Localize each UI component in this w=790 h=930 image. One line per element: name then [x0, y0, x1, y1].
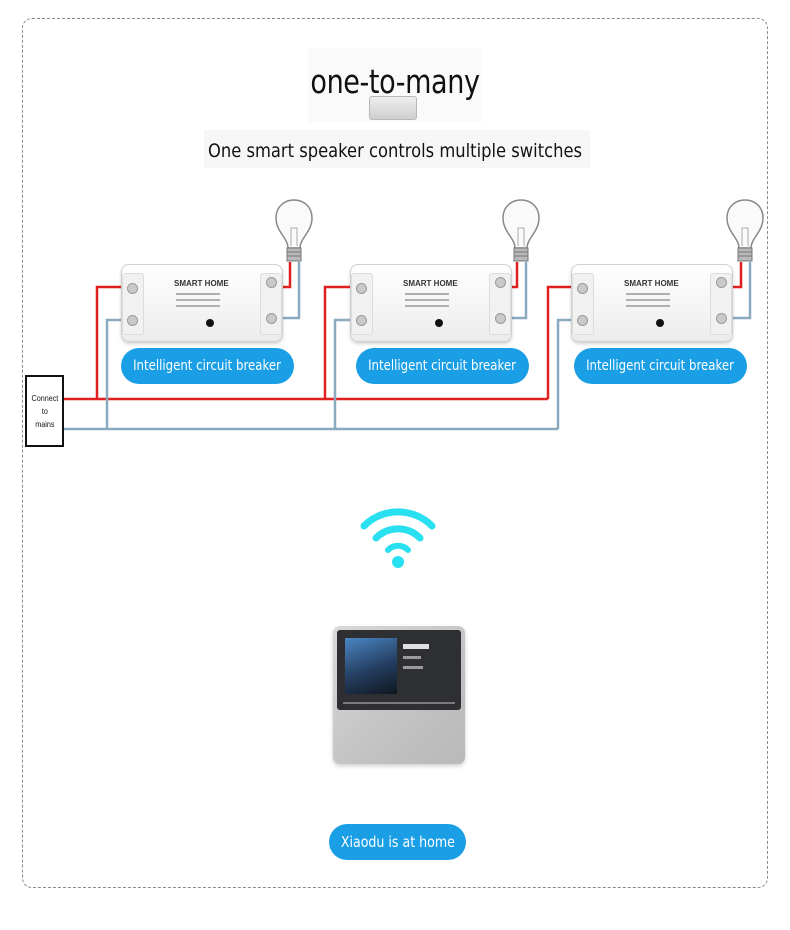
wifi-icon — [360, 508, 436, 568]
smart-switch-2: SMART HOME — [350, 264, 512, 342]
bulb-icon — [502, 199, 540, 262]
speaker-screen — [337, 630, 461, 710]
smart-switch-3: SMART HOME — [571, 264, 733, 342]
page-title: one-to-many — [310, 62, 480, 101]
live-wire-1 — [95, 285, 130, 399]
bulb-icon — [275, 199, 313, 262]
breaker-label-1: Intelligent circuit breaker — [121, 348, 294, 384]
mains-label-line: to — [41, 406, 48, 416]
mains-label-line: mains — [34, 419, 55, 429]
pairing-button — [656, 319, 664, 327]
diagram-frame — [22, 18, 768, 888]
pairing-button — [435, 319, 443, 327]
mains-connection-box: Connect to mains — [25, 375, 64, 447]
breaker-brand: SMART HOME — [624, 279, 679, 288]
breaker-label-3: Intelligent circuit breaker — [574, 348, 747, 384]
mains-label-line: Connect — [31, 393, 58, 403]
page-subtitle: One smart speaker controls multiple swit… — [207, 140, 583, 162]
bulb-icon — [726, 199, 764, 262]
breaker-brand: SMART HOME — [174, 279, 229, 288]
smart-switch-1: SMART HOME — [121, 264, 283, 342]
device-photo — [369, 96, 417, 120]
pairing-button — [206, 319, 214, 327]
breaker-brand: SMART HOME — [403, 279, 458, 288]
live-wire-2 — [323, 285, 359, 399]
smart-speaker-icon — [333, 626, 465, 764]
subtitle-background — [204, 130, 590, 168]
speaker-label: Xiaodu is at home — [329, 824, 466, 860]
breaker-label-2: Intelligent circuit breaker — [356, 348, 529, 384]
live-wire-3 — [546, 285, 580, 399]
